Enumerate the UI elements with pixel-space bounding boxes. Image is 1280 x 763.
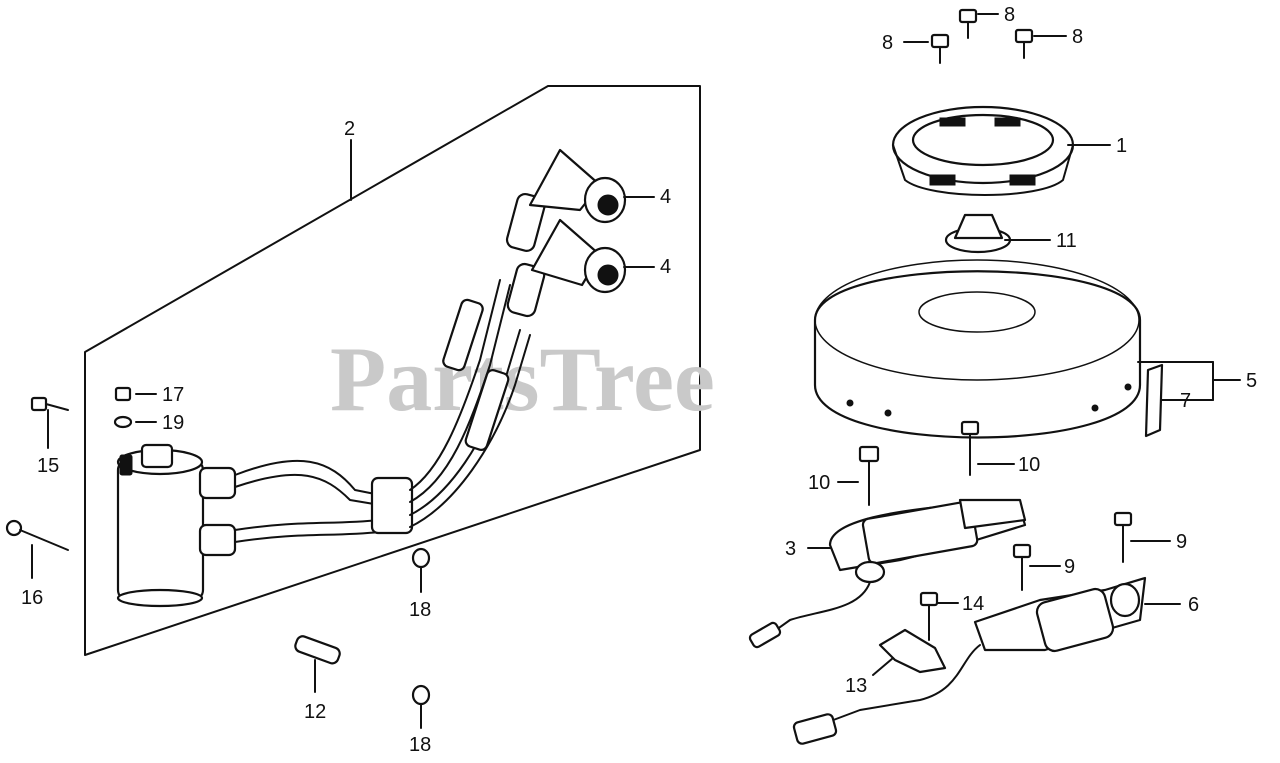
callout-15: 15 bbox=[37, 455, 59, 477]
callout-5: 5 bbox=[1246, 370, 1257, 392]
charge-coil-part-6[interactable] bbox=[792, 576, 1147, 745]
pin-12[interactable] bbox=[294, 635, 342, 665]
callout-10-left: 10 bbox=[808, 472, 830, 494]
clamp-13[interactable] bbox=[878, 628, 947, 674]
callout-8-top: 8 bbox=[1004, 4, 1015, 26]
callout-4-lower: 4 bbox=[660, 256, 671, 278]
washer-19[interactable] bbox=[113, 415, 133, 429]
nut-17[interactable] bbox=[114, 386, 132, 402]
callout-7: 7 bbox=[1180, 390, 1191, 412]
spark-plug-cap-lower[interactable] bbox=[506, 218, 627, 318]
starter-pulley-part[interactable] bbox=[891, 105, 1075, 196]
watermark-text: PartsTree bbox=[330, 328, 715, 430]
high-tension-leads bbox=[234, 279, 531, 543]
leader-lines bbox=[31, 13, 1241, 729]
callout-11: 11 bbox=[1056, 230, 1077, 252]
callout-8-left: 8 bbox=[882, 32, 893, 54]
nut-18-lower[interactable] bbox=[411, 684, 431, 706]
bolt-8-left[interactable] bbox=[930, 33, 950, 64]
bolt-10-left[interactable] bbox=[858, 445, 880, 506]
bolt-8-top[interactable] bbox=[958, 8, 978, 39]
callout-14: 14 bbox=[962, 593, 984, 615]
flywheel-key-7[interactable] bbox=[1144, 363, 1164, 438]
callout-9-left: 9 bbox=[1064, 556, 1075, 578]
callout-1: 1 bbox=[1116, 135, 1127, 157]
callout-10-right: 10 bbox=[1018, 454, 1040, 476]
spark-plug-cap-upper[interactable] bbox=[505, 148, 627, 253]
cdi-unit-part-3[interactable] bbox=[748, 498, 1027, 649]
callout-12: 12 bbox=[304, 701, 326, 723]
ignition-coil-part[interactable] bbox=[116, 443, 237, 608]
flywheel-nut-11[interactable] bbox=[944, 213, 1012, 254]
callout-18-upper: 18 bbox=[409, 599, 431, 621]
callout-4-upper: 4 bbox=[660, 186, 671, 208]
callout-9-right: 9 bbox=[1176, 531, 1187, 553]
callout-18-lower: 18 bbox=[409, 734, 431, 756]
bolt-9-left[interactable] bbox=[1012, 543, 1032, 591]
bolt-15[interactable] bbox=[30, 396, 69, 412]
callout-13: 13 bbox=[845, 675, 867, 697]
callout-2: 2 bbox=[344, 118, 355, 140]
callout-19: 19 bbox=[162, 412, 184, 434]
nut-18-upper[interactable] bbox=[411, 547, 431, 569]
bolt-8-right[interactable] bbox=[1014, 28, 1034, 59]
bolt-10-right[interactable] bbox=[960, 420, 980, 476]
callout-8-right: 8 bbox=[1072, 26, 1083, 48]
callout-6: 6 bbox=[1188, 594, 1199, 616]
callout-17: 17 bbox=[162, 384, 184, 406]
bolt-14[interactable] bbox=[919, 591, 939, 641]
flywheel-part[interactable] bbox=[813, 259, 1142, 439]
bolt-9-right[interactable] bbox=[1113, 511, 1133, 563]
ignition-coil-group-panel bbox=[84, 85, 701, 656]
callout-3: 3 bbox=[785, 538, 796, 560]
bolt-16[interactable] bbox=[5, 519, 69, 551]
callout-16: 16 bbox=[21, 587, 43, 609]
